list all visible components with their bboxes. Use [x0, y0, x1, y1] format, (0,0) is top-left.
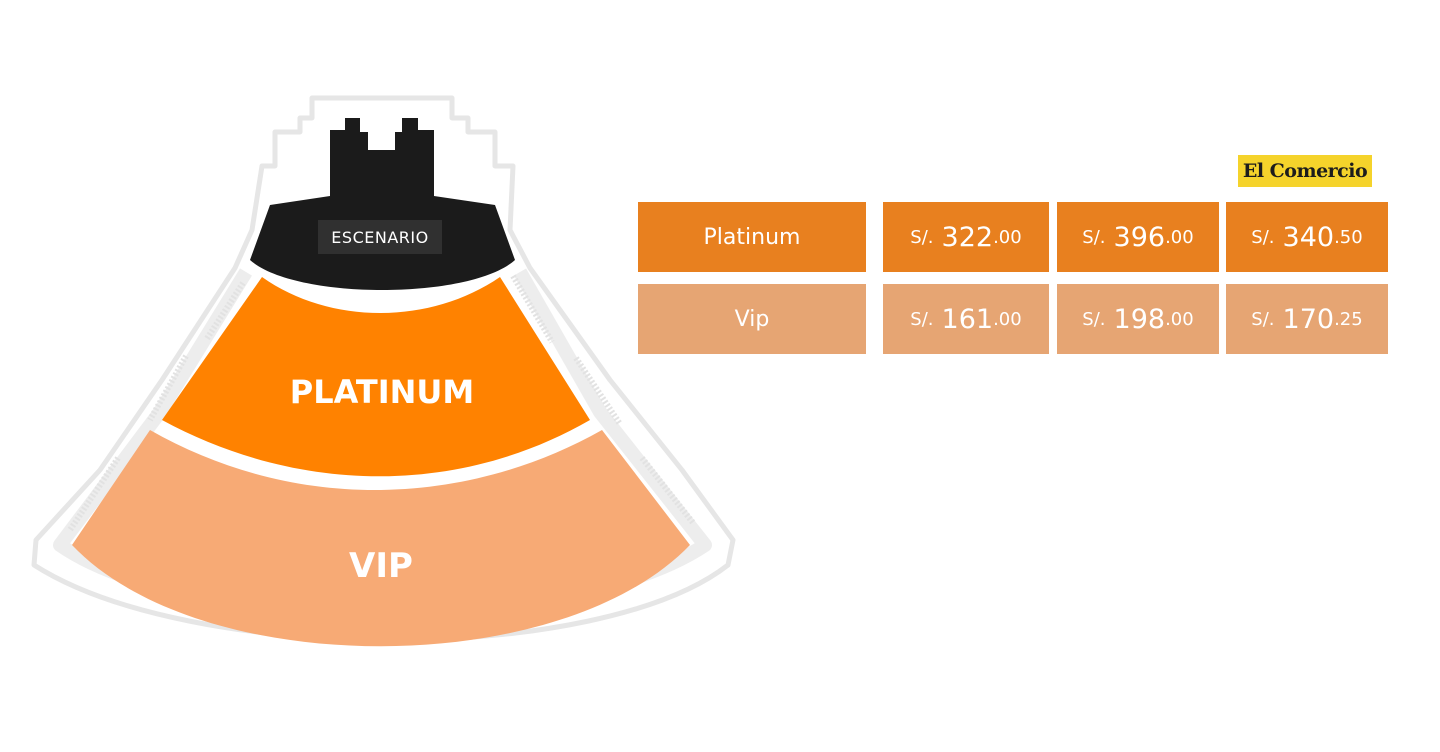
stage: ESCENARIO [250, 118, 515, 290]
price-whole: 340 [1282, 221, 1335, 253]
price-cell: S/. 396.00 [1057, 202, 1219, 272]
column-header-2 [1057, 150, 1219, 196]
el-comercio-logo-text: El Comercio [1242, 160, 1368, 182]
price-cell: S/. 170.25 [1226, 284, 1388, 354]
currency-symbol: S/. [910, 308, 934, 330]
currency-symbol: S/. [1082, 308, 1106, 330]
venue-seating-map: ESCENARIO PLATINUM VIP [31, 95, 736, 647]
currency-symbol: S/. [1251, 226, 1275, 248]
currency-symbol: S/. [1082, 226, 1106, 248]
zone-vip-label: VIP [349, 546, 413, 586]
zone-vip[interactable]: VIP [72, 430, 690, 647]
zone-name-cell: Platinum [638, 202, 866, 272]
column-header-zone [638, 150, 866, 196]
price-whole: 198 [1113, 303, 1166, 335]
price-decimals: .00 [993, 226, 1022, 248]
zone-platinum[interactable]: PLATINUM [162, 277, 590, 477]
price-whole: 161 [941, 303, 994, 335]
el-comercio-badge: El Comercio [1238, 155, 1372, 187]
currency-symbol: S/. [1251, 308, 1275, 330]
zone-name-cell: Vip [638, 284, 866, 354]
price-cell: S/. 322.00 [883, 202, 1049, 272]
zone-vip-area[interactable] [72, 430, 690, 647]
zone-platinum-area[interactable] [162, 277, 590, 477]
price-decimals: .00 [993, 308, 1022, 330]
price-decimals: .50 [1334, 226, 1363, 248]
price-decimals: .00 [1165, 308, 1194, 330]
currency-symbol: S/. [910, 226, 934, 248]
stage-label-box [318, 220, 442, 254]
price-table: El Comercio Platinum S/. 322.00 S/. 396.… [638, 150, 1390, 390]
stage-label: ESCENARIO [331, 228, 428, 247]
price-whole: 322 [941, 221, 994, 253]
zone-name: Vip [734, 306, 770, 332]
price-decimals: .00 [1165, 226, 1194, 248]
zone-platinum-label: PLATINUM [290, 373, 474, 411]
zone-name: Platinum [703, 224, 801, 250]
price-whole: 396 [1113, 221, 1166, 253]
column-header-1 [883, 150, 1049, 196]
price-whole: 170 [1282, 303, 1335, 335]
price-decimals: .25 [1334, 308, 1363, 330]
price-cell: S/. 198.00 [1057, 284, 1219, 354]
stage-shape [250, 118, 515, 290]
price-cell: S/. 161.00 [883, 284, 1049, 354]
side-seat-blocks [67, 274, 697, 532]
price-cell: S/. 340.50 [1226, 202, 1388, 272]
